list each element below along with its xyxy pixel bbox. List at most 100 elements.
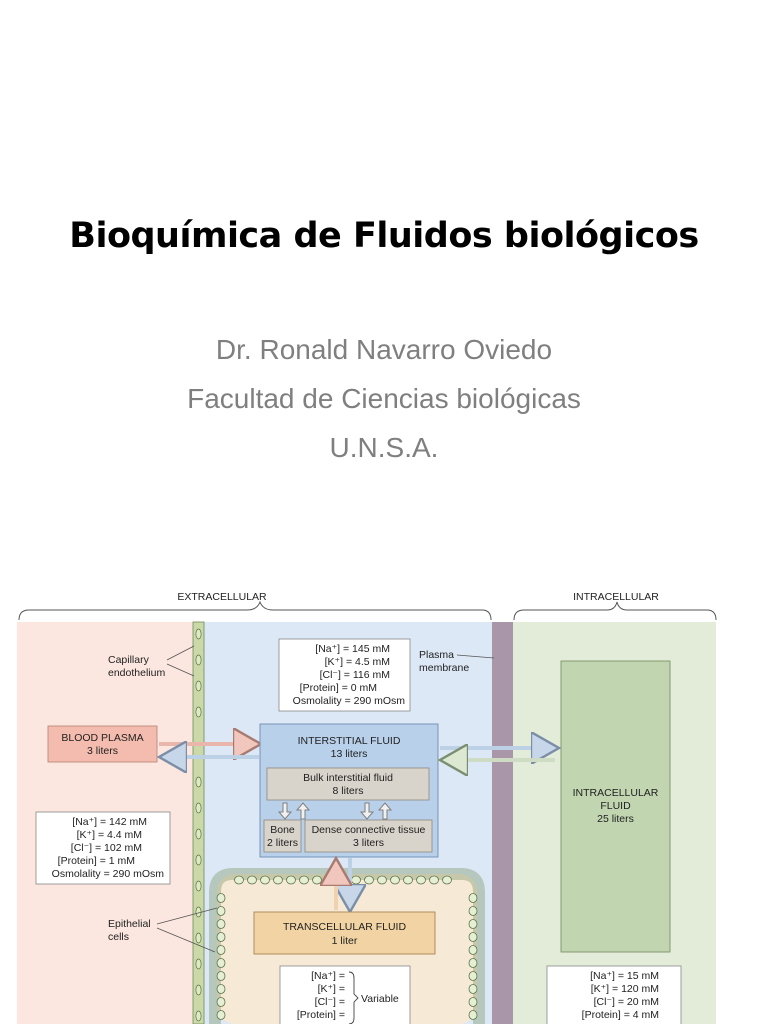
- transcellular-protein: [Protein] =: [297, 1009, 345, 1021]
- transcellular-k: [K⁺] =: [318, 983, 345, 995]
- transcellular-na: [Na⁺] =: [311, 970, 345, 982]
- transcellular-fluid-box: [253, 911, 436, 955]
- transcellular-cl: [Cl⁻] =: [315, 996, 345, 1008]
- epithelial-nucleus: [338, 875, 348, 885]
- epithelial-nucleus: [468, 945, 478, 955]
- university-line: U.N.S.A.: [329, 432, 439, 463]
- epithelial-nucleus: [299, 875, 309, 885]
- interstitial-name: INTERSTITIAL FLUID: [298, 735, 401, 747]
- plasma-cl: [Cl⁻] = 102 mM: [71, 842, 142, 854]
- intracellular-fluid-box: [560, 660, 671, 953]
- epithelial-nucleus: [468, 932, 478, 942]
- plasma-membrane-label-2: membrane: [419, 662, 469, 674]
- epithelial-nucleus: [216, 945, 226, 955]
- author-line: Dr. Ronald Navarro Oviedo: [215, 334, 553, 365]
- epithelial-nuclei: [216, 875, 478, 1020]
- epithelial-nucleus: [468, 906, 478, 916]
- capillary-leader-lines: [166, 645, 195, 677]
- epithelial-nucleus: [260, 875, 270, 885]
- epithelial-nucleus: [468, 984, 478, 994]
- intracellular-protein: [Protein] = 4 mM: [582, 1009, 659, 1021]
- epithelial-nucleus: [468, 958, 478, 968]
- plasma-na: [Na⁺] = 142 mM: [72, 816, 147, 828]
- slide-title: Bioquímica de Fluidos biológicos: [69, 216, 699, 256]
- epithelial-nucleus: [377, 875, 387, 885]
- epithelial-nucleus: [216, 984, 226, 994]
- bone-name: Bone: [270, 824, 295, 836]
- plasma-composition-box: [35, 811, 171, 885]
- epithelial-nucleus: [468, 919, 478, 929]
- transcellular-variable: Variable: [361, 993, 399, 1005]
- epithelial-leader-lines: [156, 907, 218, 953]
- dense-volume: 3 liters: [353, 837, 384, 849]
- transcellular-name: TRANSCELLULAR FLUID: [283, 921, 407, 933]
- epithelial-nucleus: [468, 997, 478, 1007]
- extracellular-bracket: [18, 600, 492, 621]
- plasma-k: [K⁺] = 4.4 mM: [77, 829, 142, 841]
- plasma-membrane-leader: [456, 654, 495, 659]
- bulk-volume: 8 liters: [333, 785, 364, 797]
- epithelial-nucleus: [468, 971, 478, 981]
- interstitial-na: [Na⁺] = 145 mM: [315, 643, 390, 655]
- capillary-label-2: endothelium: [108, 667, 165, 679]
- bone-volume: 2 liters: [267, 837, 298, 849]
- interstitial-cl: [Cl⁻] = 116 mM: [320, 669, 390, 681]
- intracellular-bracket: [513, 601, 717, 621]
- epithelial-nucleus: [403, 875, 413, 885]
- epithelial-nucleus: [364, 875, 374, 885]
- intracellular-na: [Na⁺] = 15 mM: [590, 970, 659, 982]
- dense-name: Dense connective tissue: [312, 824, 426, 836]
- transcellular-composition-box: [279, 965, 411, 1024]
- plasma-osmolality: Osmolality = 290 mOsm: [52, 868, 165, 880]
- blood-plasma-name: BLOOD PLASMA: [61, 732, 143, 744]
- epithelial-nucleus: [216, 958, 226, 968]
- epithelial-nucleus: [216, 932, 226, 942]
- interstitial-volume: 13 liters: [331, 748, 368, 760]
- epithelial-nucleus: [325, 875, 335, 885]
- epithelial-nucleus: [216, 1010, 226, 1020]
- epithelial-nucleus: [312, 875, 322, 885]
- epithelial-nucleus: [429, 875, 439, 885]
- epithelial-nucleus: [286, 875, 296, 885]
- epithelial-nucleus: [234, 875, 244, 885]
- epithelial-nucleus: [216, 971, 226, 981]
- transcellular-volume: 1 liter: [332, 935, 358, 947]
- bone-box: [263, 819, 302, 853]
- dense-connective-box: [304, 819, 433, 853]
- bulk-exchange-arrows: [277, 802, 393, 820]
- epithelial-nucleus: [273, 875, 283, 885]
- interstitial-k: [K⁺] = 4.5 mM: [325, 656, 390, 668]
- endothelial-cell-nuclei: [195, 628, 202, 1022]
- blood-plasma-volume: 3 liters: [87, 745, 118, 757]
- epithelial-nucleus: [247, 875, 257, 885]
- epithelial-label-2: cells: [108, 931, 129, 943]
- epithelial-nucleus: [390, 875, 400, 885]
- epithelial-nucleus: [351, 875, 361, 885]
- intracellular-name-1: INTRACELLULAR: [573, 787, 659, 799]
- plasma-membrane-band: [492, 622, 513, 1024]
- bulk-interstitial-box: [266, 767, 430, 801]
- intracellular-composition-box: [546, 965, 682, 1024]
- epithelial-nucleus: [216, 893, 226, 903]
- epithelial-nucleus: [216, 906, 226, 916]
- epithelial-nucleus: [216, 919, 226, 929]
- variable-brace: [348, 971, 359, 1024]
- intracellular-header: INTRACELLULAR: [573, 591, 659, 603]
- interstitial-osmolality: Osmolality = 290 mOsm: [293, 695, 406, 707]
- epithelial-nucleus: [216, 997, 226, 1007]
- plasma-protein: [Protein] = 1 mM: [58, 855, 135, 867]
- blood-plasma-box: [47, 725, 158, 763]
- epithelial-nucleus: [416, 875, 426, 885]
- intracellular-k: [K⁺] = 120 mM: [591, 983, 659, 995]
- epithelial-nucleus: [468, 1010, 478, 1020]
- capillary-endothelium-strip: [192, 621, 205, 1024]
- intracellular-name-2: FLUID: [600, 800, 631, 812]
- intracellular-cl: [Cl⁻] = 20 mM: [594, 996, 659, 1008]
- faculty-line: Facultad de Ciencias biológicas: [187, 383, 581, 414]
- epithelial-nucleus: [442, 875, 452, 885]
- epithelial-nucleus: [468, 893, 478, 903]
- capillary-label-1: Capillary: [108, 654, 150, 666]
- body-fluid-compartments-figure: EXTRACELLULAR INTRACELLULAR Capillary en…: [17, 591, 717, 1024]
- interstitial-protein: [Protein] = 0 mM: [300, 682, 377, 694]
- interstitial-composition-box: [278, 638, 411, 712]
